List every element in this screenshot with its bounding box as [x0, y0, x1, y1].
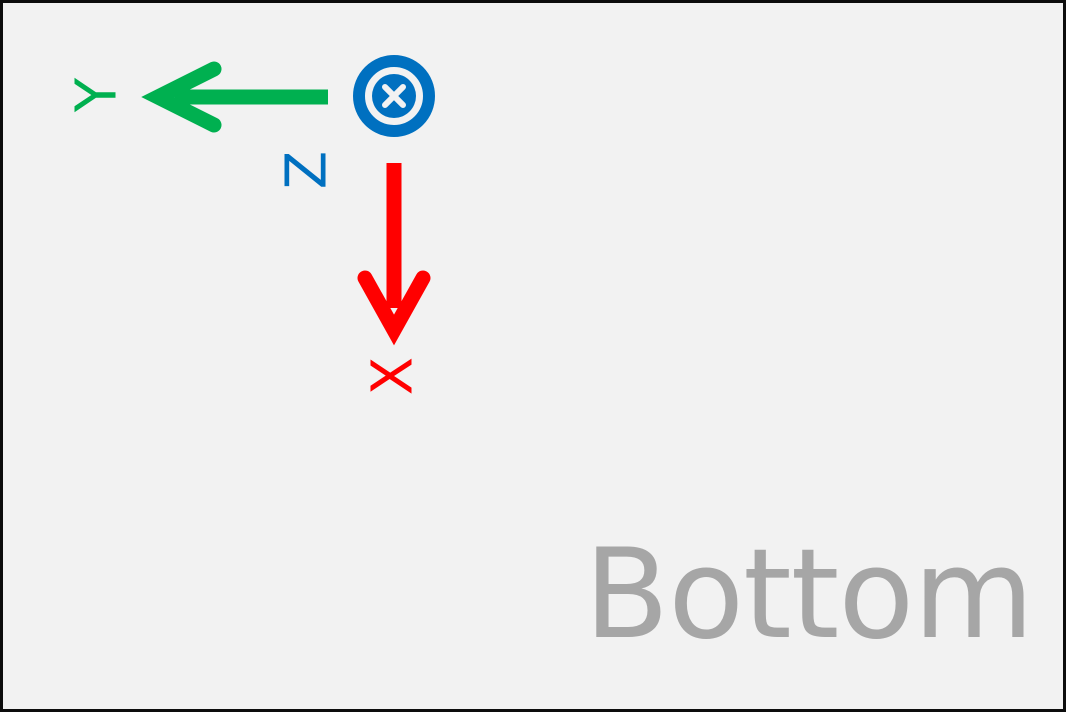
y-axis-label: Y	[65, 77, 130, 113]
x-axis-arrowhead	[357, 270, 431, 346]
y-axis-arrowhead	[141, 61, 222, 133]
z-axis-label: Z	[275, 151, 340, 189]
y-axis: Y	[65, 61, 328, 133]
z-axis-into-page-icon	[353, 55, 435, 137]
z-axis: Z	[275, 55, 435, 189]
view-label: Bottom	[584, 523, 1034, 667]
x-axis: X	[357, 163, 431, 395]
axes-diagram: Y Z X	[65, 55, 435, 395]
x-axis-label: X	[361, 357, 426, 395]
